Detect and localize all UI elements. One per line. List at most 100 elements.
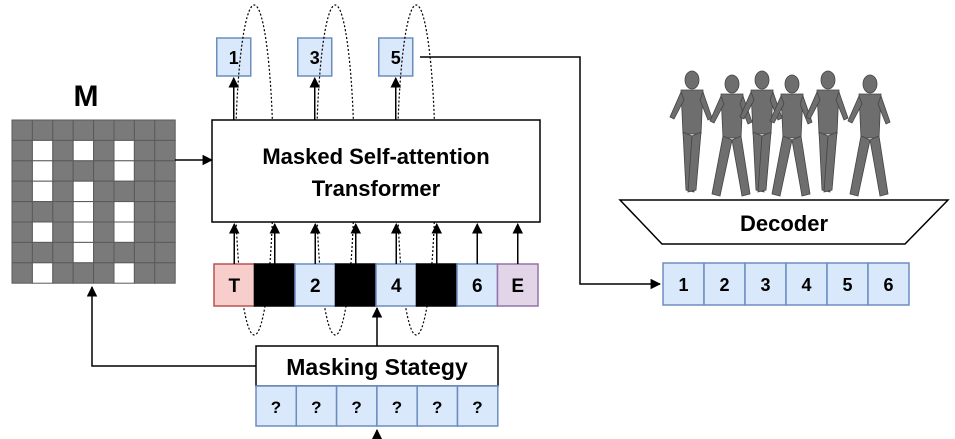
matrix-cell [133, 180, 156, 203]
predicted-token [297, 37, 333, 77]
matrix-cell [52, 180, 74, 203]
matrix-cell [11, 119, 33, 141]
matrix-cell [133, 241, 156, 264]
predicted-token-label: 1 [229, 48, 239, 68]
transformer-box [211, 119, 541, 223]
input-token-masked [415, 263, 458, 307]
matrix-cell [93, 119, 115, 141]
matrix-label: M [74, 80, 99, 113]
input-token-label: T [228, 276, 240, 297]
human-figure [805, 70, 849, 193]
matrix-cell [154, 201, 176, 223]
matrix-cell [154, 119, 176, 141]
matrix-cell [52, 241, 74, 264]
matrix-cell [11, 262, 33, 284]
matrix-cell [113, 262, 135, 284]
matrix-cell [113, 139, 135, 162]
matrix-cell [72, 241, 95, 264]
output-token-label: 4 [801, 275, 811, 295]
masking-slot [335, 385, 378, 427]
input-token-label: 5 [431, 276, 442, 297]
matrix-cell [52, 221, 74, 243]
masking-to-matrix-arrow [86, 285, 256, 367]
motion-figures-image [669, 70, 891, 197]
human-figure [769, 74, 813, 197]
matrix-cell [52, 139, 74, 162]
matrix-cell [93, 160, 115, 182]
transformer-label-line1: Masked Self-attention [262, 144, 489, 169]
matrix-cell [113, 201, 135, 223]
matrix-cell [72, 180, 95, 203]
matrix-cell [133, 221, 156, 243]
masking-slot [456, 385, 499, 427]
matrix-cell [93, 201, 115, 223]
masking-slot-label: ? [392, 398, 402, 417]
matrix-cell [93, 180, 115, 203]
matrix-cell [52, 262, 74, 284]
human-figure [669, 70, 713, 193]
matrix-cell [113, 160, 135, 182]
matrix-cell [113, 180, 135, 203]
input-token-label: 4 [391, 276, 402, 297]
masking-slot-label: ? [432, 398, 442, 417]
matrix-cell [113, 119, 135, 141]
predicted-token-label: 3 [310, 48, 320, 68]
matrix-cell [72, 262, 95, 284]
input-token-label: 2 [310, 276, 321, 297]
input-token-label: 1 [269, 276, 280, 297]
masking-strategy-box [255, 345, 499, 387]
matrix-cell [11, 221, 33, 243]
matrix-cell [133, 139, 156, 162]
input-token-motion [456, 263, 499, 307]
matrix-cell [154, 262, 176, 284]
masking-slot [376, 385, 418, 427]
matrix-cell [93, 262, 115, 284]
decoder-label: Decoder [740, 211, 828, 236]
input-token-end [496, 263, 539, 307]
input-token-motion [294, 263, 337, 307]
matrix-cell [52, 201, 74, 223]
output-token-label: 3 [760, 275, 770, 295]
masking-slot-row: ?????? [255, 385, 499, 427]
human-figure [739, 70, 783, 193]
matrix-cell [72, 160, 95, 182]
predicted-token [378, 37, 414, 77]
matrix-cell [72, 221, 95, 243]
matrix-cell [93, 139, 115, 162]
predicted-token [216, 37, 252, 77]
matrix-cell [154, 221, 176, 243]
matrix-cell [113, 241, 135, 264]
transformer-label-line2: Transformer [312, 176, 441, 201]
matrix-cell [154, 160, 176, 182]
matrix-cell [154, 180, 176, 203]
output-token [662, 262, 705, 306]
masking-slot-label: ? [271, 398, 281, 417]
matrix-cell [11, 241, 33, 264]
output-token [785, 262, 828, 306]
predicted-token-label: 5 [391, 48, 401, 68]
matrix-cell [133, 262, 156, 284]
output-token [867, 262, 910, 306]
matrix-cell [52, 160, 74, 182]
matrix-cell [31, 160, 54, 182]
matrix-cell [31, 241, 54, 264]
matrix-cell [154, 139, 176, 162]
output-to-sequence-arrow [420, 56, 662, 290]
input-token-label: 3 [350, 276, 361, 297]
output-token-label: 2 [719, 275, 729, 295]
matrix-cell [31, 180, 54, 203]
matrix-cell [133, 201, 156, 223]
input-token-label: E [511, 276, 524, 297]
matrix-cell [31, 262, 54, 284]
matrix-cell [11, 139, 33, 162]
output-token [744, 262, 787, 306]
output-token-label: 5 [842, 275, 852, 295]
matrix-cell [93, 221, 115, 243]
matrix-cell [31, 139, 54, 162]
matrix-cell [72, 139, 95, 162]
matrix-cell [11, 201, 33, 223]
matrix-cell [93, 241, 115, 264]
